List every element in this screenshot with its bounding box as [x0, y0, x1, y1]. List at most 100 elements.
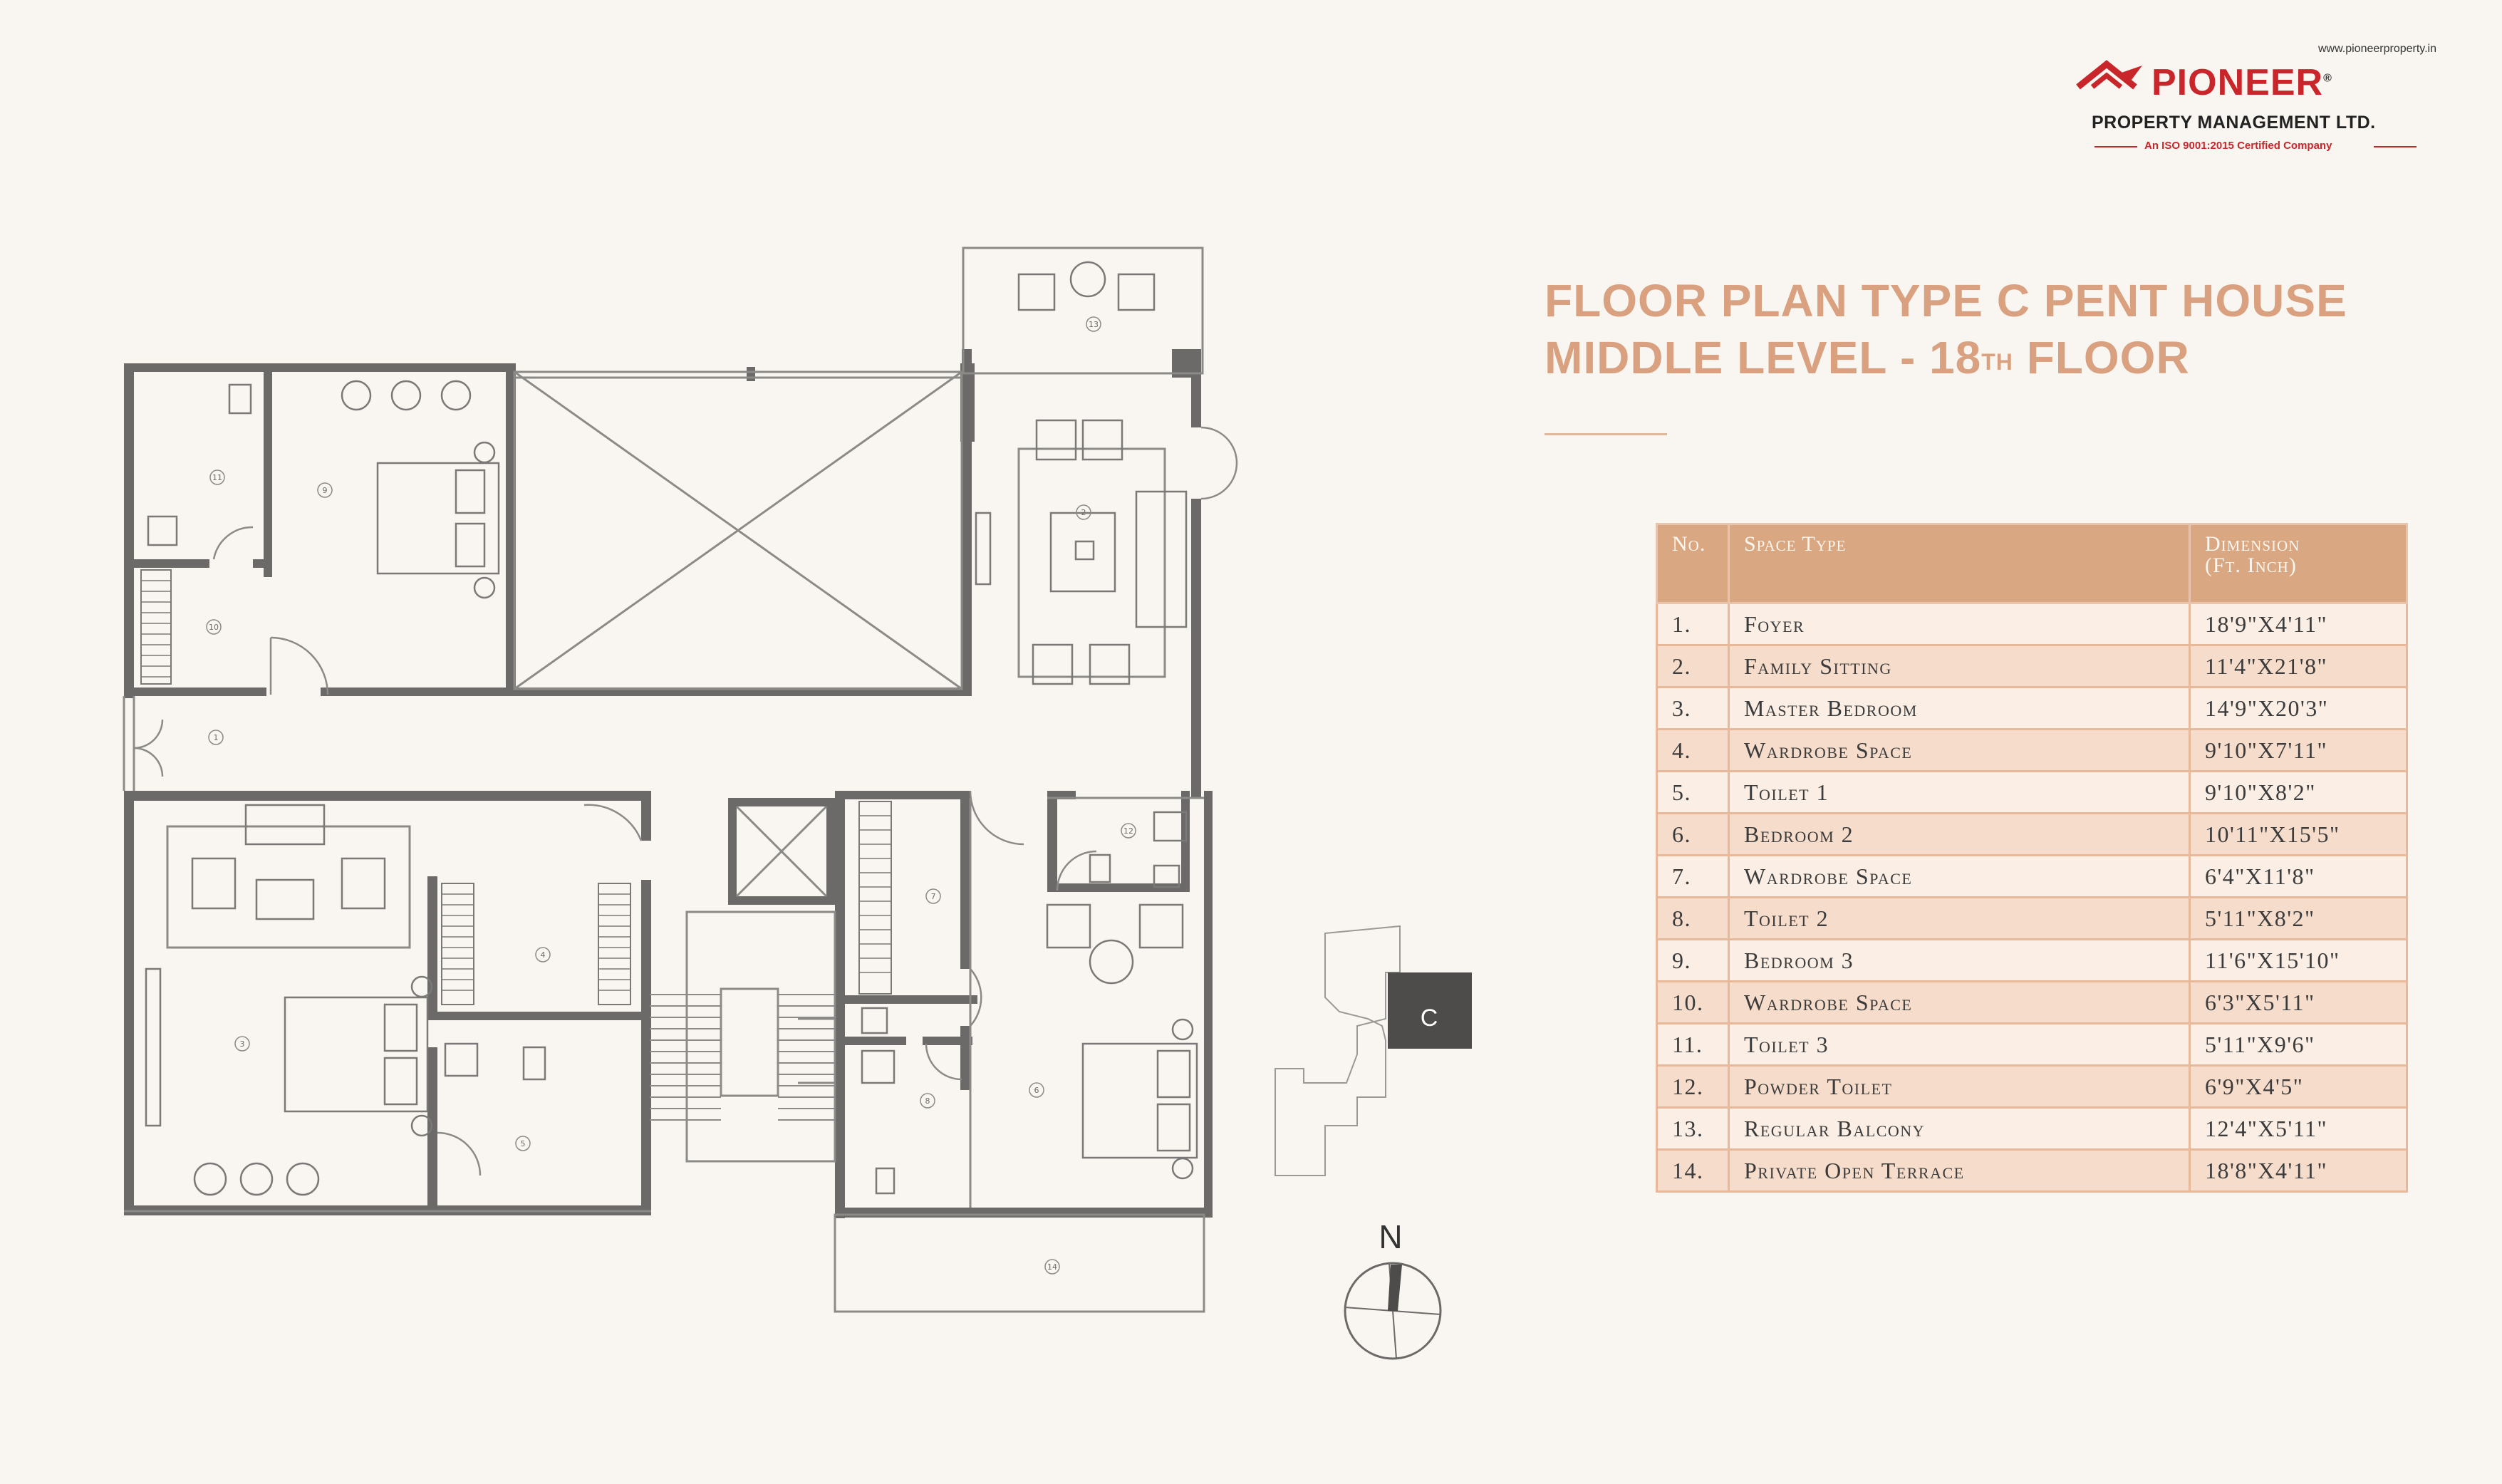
- header-dimension: Dimension(Ft. Inch): [2189, 523, 2408, 604]
- row-number: 13.: [1656, 1106, 1730, 1151]
- row-dimension: 5'11"X9'6": [2189, 1022, 2408, 1067]
- room-label-3: 3: [234, 1036, 250, 1052]
- room-label-9: 9: [317, 482, 333, 498]
- room-label-3-text: 3: [240, 1039, 245, 1049]
- room-label-6-text: 6: [1034, 1086, 1039, 1095]
- row-number: 5.: [1656, 770, 1730, 814]
- room-label-7: 7: [925, 888, 941, 904]
- wardrobes: [140, 569, 892, 1005]
- room-label-5-text: 5: [521, 1139, 526, 1148]
- logo-url: www.pioneerproperty.in: [2317, 43, 2436, 55]
- row-space-type: Bedroom 2: [1728, 812, 2191, 856]
- row-dimension: 6'3"X5'11": [2189, 980, 2408, 1024]
- room-label-13: 13: [1086, 316, 1101, 332]
- table-header-row: No. Space Type Dimension(Ft. Inch): [1656, 523, 2408, 604]
- row-dimension: 10'11"X15'5": [2189, 812, 2408, 856]
- row-space-type: Family Sitting: [1728, 644, 2191, 688]
- room-label-1: 1: [208, 730, 224, 745]
- logo-certification: An ISO 9001:2015 Certified Company: [2144, 140, 2332, 152]
- room-label-2: 2: [1076, 504, 1091, 520]
- company-logo: www.pioneerproperty.in PIONEER® PROPERTY…: [2066, 43, 2436, 164]
- row-dimension: 9'10"X8'2": [2189, 770, 2408, 814]
- row-dimension: 9'10"X7'11": [2189, 728, 2408, 772]
- north-label: N: [1379, 1218, 1402, 1255]
- title-line-2: MIDDLE LEVEL - 18TH FLOOR: [1545, 332, 2190, 383]
- room-label-8: 8: [920, 1093, 935, 1109]
- room-label-10-text: 10: [209, 623, 219, 632]
- room-label-7-text: 7: [931, 892, 936, 901]
- row-number: 7.: [1656, 854, 1730, 898]
- room-label-8-text: 8: [925, 1096, 930, 1106]
- room-label-9-text: 9: [323, 486, 328, 495]
- row-dimension: 5'11"X8'2": [2189, 896, 2408, 940]
- row-dimension: 11'4"X21'8": [2189, 644, 2408, 688]
- row-space-type: Wardrobe Space: [1728, 980, 2191, 1024]
- row-dimension: 18'9"X4'11": [2189, 602, 2408, 646]
- row-number: 6.: [1656, 812, 1730, 856]
- furniture: [145, 261, 1198, 1196]
- row-space-type: Master Bedroom: [1728, 686, 2191, 730]
- row-number: 4.: [1656, 728, 1730, 772]
- room-label-4-text: 4: [541, 950, 546, 960]
- room-label-4: 4: [535, 947, 551, 962]
- room-label-12: 12: [1121, 823, 1136, 839]
- row-space-type: Wardrobe Space: [1728, 854, 2191, 898]
- page-title: FLOOR PLAN TYPE C PENT HOUSE MIDDLE LEVE…: [1545, 272, 2347, 386]
- row-dimension: 11'6"X15'10": [2189, 938, 2408, 982]
- row-dimension: 12'4"X5'11": [2189, 1106, 2408, 1151]
- room-label-2-text: 2: [1081, 508, 1086, 517]
- row-space-type: Bedroom 3: [1728, 938, 2191, 982]
- row-number: 11.: [1656, 1022, 1730, 1067]
- logo-rule-left: [2094, 146, 2137, 147]
- title-divider: [1545, 433, 1667, 435]
- logo-brand: PIONEER®: [2151, 62, 2332, 103]
- row-dimension: 18'8"X4'11": [2189, 1148, 2408, 1193]
- room-label-1-text: 1: [214, 733, 219, 742]
- row-space-type: Wardrobe Space: [1728, 728, 2191, 772]
- room-label-13-text: 13: [1089, 320, 1099, 329]
- row-space-type: Toilet 1: [1728, 770, 2191, 814]
- row-space-type: Powder Toilet: [1728, 1064, 2191, 1109]
- room-label-11-text: 11: [212, 473, 222, 482]
- house-logo-icon: [2076, 60, 2142, 90]
- header-no: No.: [1656, 523, 1730, 604]
- row-dimension: 14'9"X20'3": [2189, 686, 2408, 730]
- plan-walls: [124, 349, 1213, 1218]
- row-number: 10.: [1656, 980, 1730, 1024]
- row-space-type: Private Open Terrace: [1728, 1148, 2191, 1193]
- row-dimension: 6'4"X11'8": [2189, 854, 2408, 898]
- row-dimension: 6'9"X4'5": [2189, 1064, 2408, 1109]
- stair-treads: [650, 994, 835, 1121]
- row-number: 3.: [1656, 686, 1730, 730]
- room-label-14: 14: [1044, 1259, 1060, 1275]
- room-label-5: 5: [515, 1136, 531, 1151]
- row-number: 12.: [1656, 1064, 1730, 1109]
- key-plan: C: [1275, 925, 1472, 1176]
- row-space-type: Toilet 3: [1728, 1022, 2191, 1067]
- row-number: 1.: [1656, 602, 1730, 646]
- title-line-1: FLOOR PLAN TYPE C PENT HOUSE: [1545, 275, 2347, 326]
- room-labels: 1 2 3 4 5 6 7 8 9 10 11 12 13 14: [206, 316, 1136, 1275]
- room-label-11: 11: [209, 469, 225, 485]
- room-label-10: 10: [206, 619, 222, 635]
- room-label-6: 6: [1029, 1082, 1044, 1098]
- row-space-type: Toilet 2: [1728, 896, 2191, 940]
- row-number: 8.: [1656, 896, 1730, 940]
- north-compass: N: [1344, 1218, 1442, 1360]
- header-space-type: Space Type: [1728, 523, 2191, 604]
